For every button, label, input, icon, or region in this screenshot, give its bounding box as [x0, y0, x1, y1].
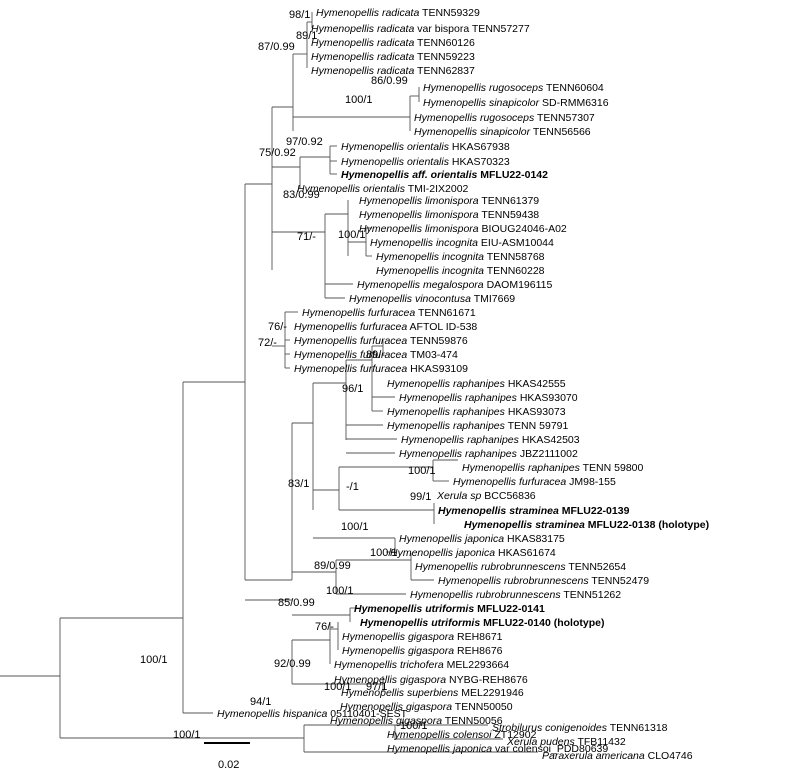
tip-label: Hymenopellis raphanipes HKAS42555 [387, 378, 566, 390]
tip-label: Hymenopellis furfuracea HKAS93109 [294, 363, 468, 375]
tip-label: Hymenopellis rugosoceps TENN57307 [414, 112, 595, 124]
tip-label: Hymenopellis megalospora DAOM196115 [357, 279, 552, 291]
support-value: 100/1 [140, 654, 168, 666]
tip-label: Hymenopellis incognita TENN58768 [376, 251, 545, 263]
tip-label: Hymenopellis japonica HKAS61674 [390, 547, 556, 559]
support-value: 89/1 [296, 30, 317, 42]
tip-label: Hymenopellis sinapicolor SD-RMM6316 [423, 97, 609, 109]
tip-label: Paraxerula americana CLO4746 [542, 750, 693, 762]
support-value: 76/- [315, 621, 334, 633]
tip-label: Hymenopellis furfuracea AFTOL ID-538 [294, 321, 477, 333]
tip-label: Hymenopellis trichofera MEL2293664 [334, 659, 509, 671]
tip-label: Hymenopellis utriformis MFLU22-0140 (hol… [360, 617, 604, 629]
tip-label: Hymenopellis hispanica 05110401-SEST [217, 708, 408, 720]
support-value: 100/1 [370, 547, 398, 559]
tip-label: Hymenopellis gigaspora NYBG-REH8676 [334, 674, 528, 686]
support-value: 75/0.92 [259, 147, 296, 159]
tip-label: Hymenopellis furfuracea TM03-474 [294, 349, 458, 361]
tip-label: Hymenopellis superbiens MEL2291946 [341, 687, 524, 699]
tip-label: Hymenopellis rubrobrunnescens TENN51262 [410, 589, 621, 601]
tip-label: Hymenopellis orientalis HKAS67938 [341, 141, 510, 153]
support-value: 96/1 [342, 383, 363, 395]
support-value: 99/1 [410, 491, 431, 503]
support-value: -/1 [346, 481, 359, 493]
support-value: 100/1 [173, 729, 201, 741]
tip-label: Hymenopellis limonispora TENN59438 [359, 209, 539, 221]
tip-label: Hymenopellis raphanipes HKAS93073 [387, 406, 566, 418]
support-value: 72/- [258, 337, 277, 349]
support-value: 97/1 [366, 681, 387, 693]
tip-label: Hymenopellis sinapicolor TENN56566 [414, 126, 591, 138]
tip-label: Hymenopellis radicata var bispora TENN57… [311, 23, 530, 35]
support-value: 94/1 [250, 696, 271, 708]
tree-branches [0, 12, 538, 753]
support-values: 98/1 89/187/0.99 86/0.99 100/1 97/0.9275/0.9… [140, 9, 436, 741]
tip-label: Hymenopellis japonica HKAS83175 [399, 533, 565, 545]
tip-label: Hymenopellis incognita TENN60228 [376, 265, 545, 277]
tip-label: Hymenopellis gigaspora REH8676 [342, 645, 503, 657]
support-value: 98/1 [289, 9, 310, 21]
tip-label: Hymenopellis radicata TENN59329 [316, 7, 480, 19]
support-value: 83/0.99 [283, 189, 320, 201]
support-value: 100/1 [326, 585, 354, 597]
support-value: 86/0.99 [371, 75, 408, 87]
tip-label: Hymenopellis raphanipes TENN 59800 [462, 462, 643, 474]
tip-label: Hymenopellis rugosoceps TENN60604 [423, 82, 604, 94]
tip-label: Hymenopellis raphanipes TENN 59791 [387, 420, 568, 432]
tip-labels: Hymenopellis radicata TENN59329Hymenopel… [217, 7, 709, 762]
support-value: 76/- [268, 321, 287, 333]
tip-label: Hymenopellis radicata TENN60126 [311, 37, 475, 49]
support-value: 89/- [366, 349, 385, 361]
support-value: 100/1 [345, 94, 373, 106]
tip-label: Hymenopellis furfuracea TENN59876 [294, 335, 468, 347]
tip-label: Hymenopellis incognita EIU-ASM10044 [370, 237, 554, 249]
tip-label: Hymenopellis furfuracea TENN61671 [302, 307, 476, 319]
tip-label: Hymenopellis straminea MFLU22-0139 [438, 505, 630, 517]
tip-label: Hymenopellis raphanipes HKAS42503 [401, 434, 580, 446]
scale-bar: 0.02 [204, 742, 250, 771]
support-value: 97/0.92 [286, 136, 323, 148]
support-value: 100/1 [400, 720, 428, 732]
support-value: 100/1 [408, 465, 436, 477]
support-value: 83/1 [288, 478, 309, 490]
scale-bar-label: 0.02 [218, 759, 239, 771]
support-value: 100/1 [338, 229, 366, 241]
tip-label: Hymenopellis rubrobrunnescens TENN52479 [438, 575, 649, 587]
support-value: 87/0.99 [258, 41, 295, 53]
support-value: 89/0.99 [314, 560, 351, 572]
tip-label: Hymenopellis aff. orientalis MFLU22-0142 [341, 169, 548, 181]
tip-label: Hymenopellis limonispora TENN61379 [359, 195, 539, 207]
tip-label: Hymenopellis raphanipes JBZ2111002 [399, 448, 578, 460]
tip-label: Strobilurus conigenoides TENN61318 [492, 722, 668, 734]
tip-label: Hymenopellis colensoi ZT12902 [387, 729, 537, 741]
tip-label: Hymenopellis utriformis MFLU22-0141 [354, 603, 545, 615]
tip-label: Hymenopellis japonica var colensoi_PDD80… [387, 743, 608, 755]
tip-label: Hymenopellis gigaspora REH8671 [342, 631, 503, 643]
support-value: 71/- [297, 231, 316, 243]
support-value: 100/1 [341, 521, 369, 533]
tip-label: Hymenopellis rubrobrunnescens TENN52654 [415, 561, 626, 573]
tip-label: Hymenopellis furfuracea JM98-155 [453, 476, 616, 488]
tip-label: Hymenopellis vinocontusa TMI7669 [349, 293, 515, 305]
tip-label: Hymenopellis limonispora BIOUG24046-A02 [359, 223, 567, 235]
tip-label: Hymenopellis straminea MFLU22-0138 (holo… [464, 519, 709, 531]
tip-label: Hymenopellis radicata TENN59223 [311, 51, 475, 63]
tip-label: Hymenopellis gigaspora TENN50050 [340, 701, 513, 713]
tip-label: Hymenopellis gigaspora TENN50056 [330, 715, 503, 727]
support-value: 100/1 [324, 681, 352, 693]
tip-label: Xerula sp BCC56836 [436, 490, 536, 502]
tip-label: Hymenopellis raphanipes HKAS93070 [399, 392, 578, 404]
tip-label: Hymenopellis orientalis TMI-2IX2002 [297, 183, 469, 195]
tip-label: Hymenopellis orientalis HKAS70323 [341, 156, 510, 168]
support-value: 85/0.99 [278, 597, 315, 609]
tip-label: Xerula pudens TFB11432 [506, 736, 626, 748]
support-value: 92/0.99 [274, 658, 311, 670]
tip-label: Hymenopellis radicata TENN62837 [311, 65, 475, 77]
